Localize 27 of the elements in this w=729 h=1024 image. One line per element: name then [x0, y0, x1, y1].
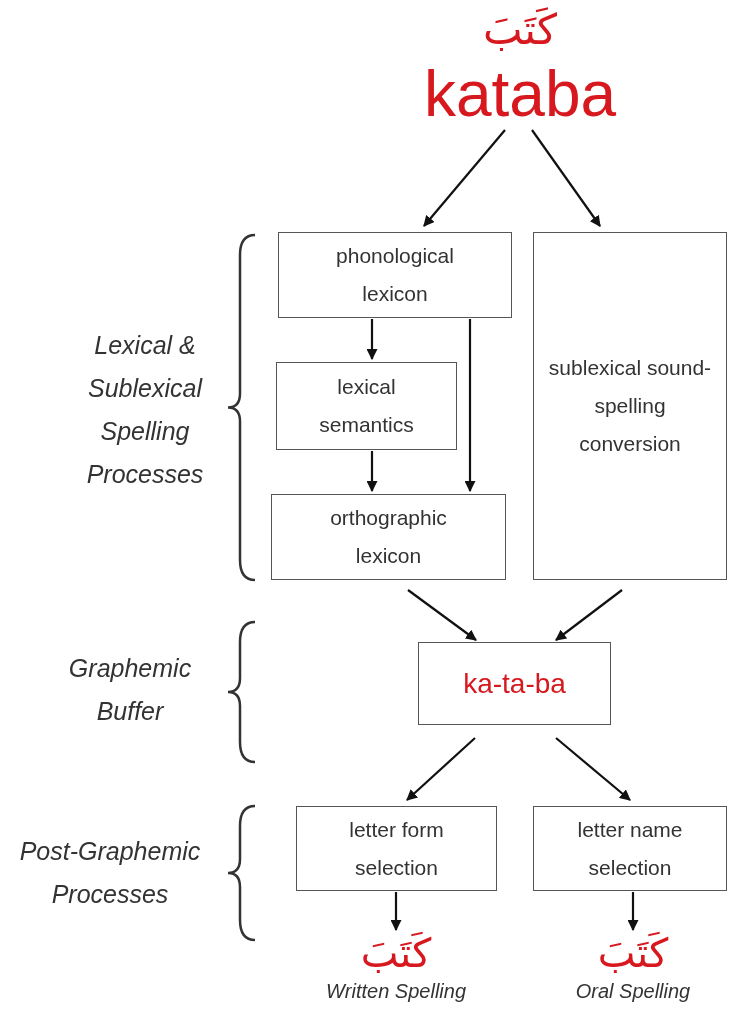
arrow: [423, 129, 506, 227]
group-label: Lexical & Sublexical Spelling Processes: [85, 330, 205, 490]
arrow: [390, 892, 402, 932]
arabic-word: كَتَبَ: [360, 929, 432, 978]
transliteration: kataba: [423, 58, 617, 130]
arabic-word: كَتَبَ: [483, 4, 557, 56]
arrow: [531, 129, 601, 227]
process-box: letter form selection: [296, 806, 497, 891]
group-label: Post-Graphemic Processes: [18, 836, 202, 910]
arrow: [366, 319, 378, 361]
arrow: [627, 892, 639, 932]
arrow: [555, 737, 631, 801]
process-box: letter name selection: [533, 806, 727, 891]
arabic-word: كَتَبَ: [597, 929, 669, 978]
arrow: [406, 737, 476, 801]
process-box: sublexical sound-spelling conversion: [533, 232, 727, 580]
process-box: phonological lexicon: [278, 232, 512, 318]
arrow: [407, 589, 477, 641]
process-box: orthographic lexicon: [271, 494, 506, 580]
process-box: ka-ta-ba: [418, 642, 611, 725]
process-box: lexical semantics: [276, 362, 457, 450]
output-label: Oral Spelling: [575, 980, 691, 1002]
arrow: [464, 319, 476, 493]
output-label: Written Spelling: [325, 980, 467, 1002]
arrow: [555, 589, 623, 641]
group-label: Graphemic Buffer: [67, 653, 193, 727]
arrow: [366, 451, 378, 493]
